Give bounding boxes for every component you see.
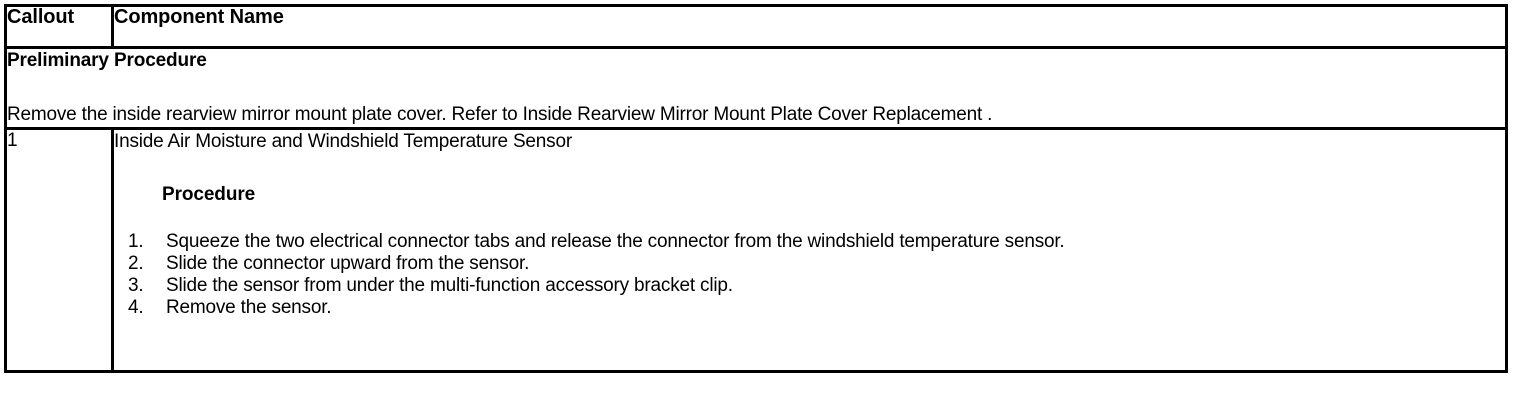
- step-marker: 3.: [128, 275, 144, 296]
- preliminary-procedure-row: Preliminary Procedure Remove the inside …: [4, 46, 1508, 130]
- preliminary-procedure-title: Preliminary Procedure: [7, 50, 207, 71]
- step-text: Slide the sensor from under the multi-fu…: [166, 275, 733, 296]
- column-header-component-name: Component Name: [111, 4, 1508, 49]
- table-row: 1 Inside Air Moisture and Windshield Tem…: [4, 127, 1508, 373]
- procedure-heading: Procedure: [162, 184, 256, 205]
- column-header-component-name-label: Component Name: [114, 6, 284, 28]
- callout-number: 1: [7, 130, 18, 151]
- step-marker: 4.: [128, 297, 144, 318]
- step-marker: 1.: [128, 231, 144, 252]
- table-header-row: Callout Component Name: [4, 4, 1508, 49]
- step-text: Squeeze the two electrical connector tab…: [166, 231, 1065, 252]
- component-name-text: Inside Air Moisture and Windshield Tempe…: [114, 131, 572, 152]
- column-header-callout-label: Callout: [7, 6, 75, 28]
- preliminary-procedure-cell: Preliminary Procedure Remove the inside …: [4, 46, 1508, 130]
- step-marker: 2.: [128, 253, 144, 274]
- callout-number-cell: 1: [4, 127, 114, 373]
- list-item: 1. Squeeze the two electrical connector …: [114, 231, 1505, 253]
- list-item: 3. Slide the sensor from under the multi…: [114, 275, 1505, 297]
- procedure-step-list: 1. Squeeze the two electrical connector …: [114, 231, 1505, 319]
- list-item: 4. Remove the sensor.: [114, 297, 1505, 319]
- column-header-callout: Callout: [4, 4, 114, 49]
- preliminary-procedure-text: Remove the inside rearview mirror mount …: [7, 104, 993, 125]
- component-detail-cell: Inside Air Moisture and Windshield Tempe…: [111, 127, 1508, 373]
- component-callout-table: Callout Component Name Preliminary Proce…: [4, 4, 1508, 373]
- step-text: Slide the connector upward from the sens…: [166, 253, 530, 274]
- list-item: 2. Slide the connector upward from the s…: [114, 253, 1505, 275]
- step-text: Remove the sensor.: [166, 297, 332, 318]
